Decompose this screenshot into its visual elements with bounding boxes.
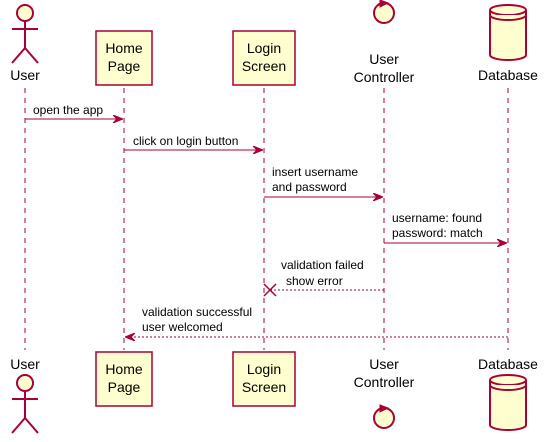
database-icon — [489, 4, 527, 61]
destroy-x-icon — [263, 283, 277, 297]
actor-icon — [11, 374, 39, 434]
message-label-line2: password: match — [392, 226, 483, 240]
participant-login-screen-label-line1: Login — [247, 40, 281, 56]
actor-user-bottom: User — [10, 356, 40, 434]
control-icon — [373, 404, 395, 429]
message-validation-failed: validation failed show error — [263, 258, 384, 297]
message-label-line1: validation successful — [142, 305, 252, 319]
message-click-on-login-button: click on login button — [124, 134, 263, 150]
message-label-line2: show error — [286, 274, 343, 288]
actor-user-label: User — [10, 67, 40, 83]
participant-home-page-label-line1: Home — [105, 40, 143, 56]
participant-user-controller-top: User Controller — [354, 0, 415, 85]
participant-login-screen-bottom: Login Screen — [232, 351, 296, 407]
participant-login-screen-label-line2: Screen — [242, 379, 286, 395]
message-label-line1: validation failed — [281, 258, 364, 272]
participant-home-page-top: Home Page — [95, 30, 153, 86]
participant-user-controller-label-line2: Controller — [354, 69, 415, 85]
message-label-line1: username: found — [392, 211, 482, 225]
message-validation-successful: validation successful user welcomed — [125, 305, 508, 337]
message-label-line1: insert username — [272, 165, 358, 179]
message-label-line2: user welcomed — [142, 320, 223, 334]
actor-user-label: User — [10, 356, 40, 372]
participant-login-screen-label-line1: Login — [247, 361, 281, 377]
participant-user-controller-label-line2: Controller — [354, 374, 415, 390]
participant-user-controller-bottom: User Controller — [354, 356, 415, 429]
participant-home-page-label-line1: Home — [105, 361, 143, 377]
participant-database-bottom: Database — [478, 356, 538, 431]
message-label-line2: and password — [272, 180, 347, 194]
participant-database-label: Database — [478, 67, 538, 83]
participant-home-page-label-line2: Page — [108, 58, 141, 74]
actor-user-top: User — [10, 4, 40, 83]
participant-login-screen-top: Login Screen — [232, 30, 296, 86]
message-open-the-app: open the app — [25, 103, 123, 119]
participant-database-top: Database — [478, 4, 538, 83]
participant-home-page-bottom: Home Page — [95, 351, 153, 407]
participant-user-controller-label-line1: User — [369, 51, 399, 67]
message-username-found: username: found password: match — [384, 211, 507, 243]
message-label-line1: open the app — [33, 103, 103, 117]
participant-login-screen-label-line2: Screen — [242, 58, 286, 74]
actor-icon — [11, 4, 39, 64]
control-icon — [373, 0, 395, 24]
participant-user-controller-label-line1: User — [369, 356, 399, 372]
participant-home-page-label-line2: Page — [108, 379, 141, 395]
database-icon — [489, 374, 527, 431]
message-label-line1: click on login button — [133, 134, 238, 148]
participant-database-label: Database — [478, 356, 538, 372]
message-insert-username: insert username and password — [264, 165, 383, 197]
